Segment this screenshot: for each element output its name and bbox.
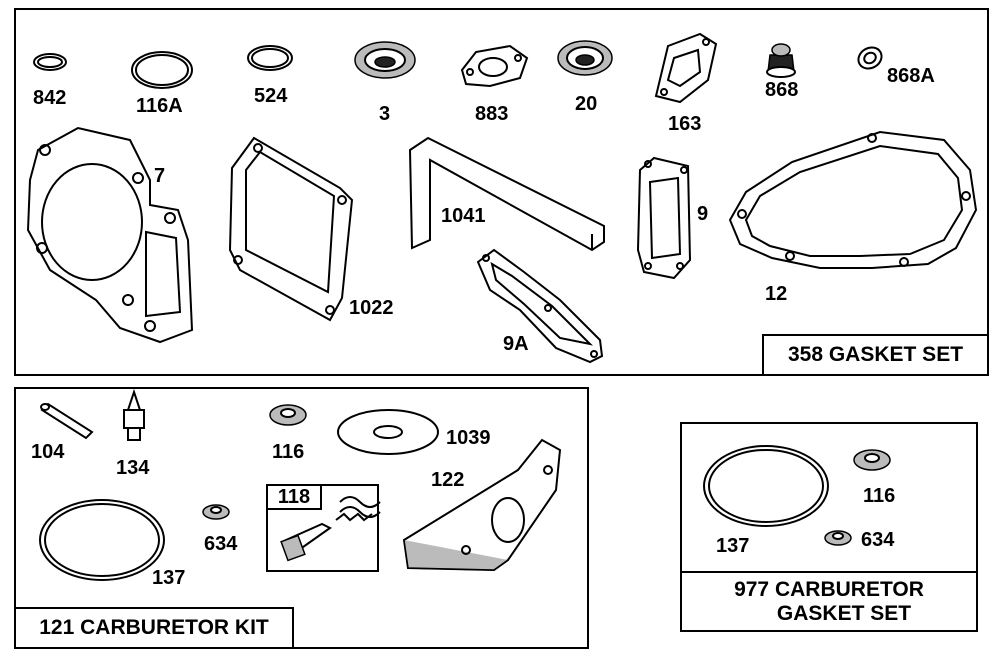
- part-137-label: 137: [152, 567, 186, 589]
- subkit-118-panel: [266, 484, 379, 572]
- part-524-drawing: [247, 45, 293, 71]
- part-116-drawing: [269, 404, 307, 426]
- part-20-label: 20: [575, 93, 598, 115]
- part-634b-label: 634: [861, 529, 895, 551]
- part-9-label: 9: [697, 203, 709, 225]
- part-3-label: 3: [379, 103, 391, 125]
- carburetor-gasket-set-title-line1: 977 CARBURETOR: [734, 578, 924, 602]
- part-868A-drawing: [857, 46, 883, 70]
- part-20-drawing: [557, 40, 613, 76]
- part-9A-drawing: [476, 248, 604, 364]
- part-118-drawing: [280, 496, 381, 562]
- part-1022-label: 1022: [349, 297, 394, 319]
- part-9A-label: 9A: [503, 333, 529, 355]
- part-104-label: 104: [31, 441, 65, 463]
- part-137b-drawing: [703, 445, 829, 527]
- part-116-label: 116: [272, 441, 305, 463]
- part-12-drawing: [728, 130, 978, 269]
- part-868A-label: 868A: [887, 65, 935, 87]
- carburetor-kit-panel: [14, 387, 589, 649]
- part-163-label: 163: [668, 113, 702, 135]
- part-868-label: 868: [765, 79, 799, 101]
- part-104-drawing: [40, 402, 94, 440]
- part-122-drawing: [402, 438, 562, 572]
- subkit-118-label: 118: [277, 486, 311, 508]
- part-883-drawing: [460, 44, 529, 88]
- carburetor-kit-title-text: 121 CARBURETOR KIT: [39, 616, 269, 640]
- carburetor-gasket-set-title: 977 CARBURETOR GASKET SET: [680, 571, 978, 632]
- part-116A-drawing: [131, 51, 193, 89]
- part-868-drawing: [766, 43, 796, 78]
- part-7-drawing: [26, 126, 194, 344]
- gasket-set-panel: [14, 8, 989, 376]
- part-116A-label: 116A: [136, 95, 183, 117]
- part-524-label: 524: [254, 85, 288, 107]
- part-12-label: 12: [765, 283, 788, 305]
- part-634b-drawing: [824, 530, 852, 546]
- part-3-drawing: [354, 41, 416, 79]
- part-634-label: 634: [204, 533, 238, 555]
- part-116b-label: 116: [863, 485, 896, 507]
- part-634-drawing: [202, 504, 230, 520]
- part-883-label: 883: [475, 103, 509, 125]
- part-1041-drawing: [408, 136, 605, 252]
- carburetor-gasket-set-title-line2: GASKET SET: [776, 601, 912, 625]
- part-7-label: 7: [154, 165, 166, 187]
- part-842-label: 842: [33, 87, 67, 109]
- gasket-set-title: 358 GASKET SET: [762, 334, 989, 376]
- gasket-set-title-text: 358 GASKET SET: [787, 343, 964, 367]
- part-1041-label: 1041: [441, 205, 486, 227]
- part-116b-drawing: [853, 449, 891, 471]
- part-1022-drawing: [228, 136, 354, 322]
- part-134-label: 134: [116, 457, 150, 479]
- part-1039-label: 1039: [446, 427, 491, 449]
- part-137b-label: 137: [716, 535, 750, 557]
- carburetor-kit-title: 121 CARBURETOR KIT: [14, 607, 294, 649]
- part-842-drawing: [33, 53, 67, 71]
- part-163-drawing: [654, 32, 718, 104]
- part-1039-drawing: [337, 409, 439, 455]
- part-134-drawing: [123, 388, 145, 441]
- part-9-drawing: [636, 156, 692, 280]
- part-137-drawing: [39, 499, 165, 581]
- part-122-label: 122: [431, 469, 465, 491]
